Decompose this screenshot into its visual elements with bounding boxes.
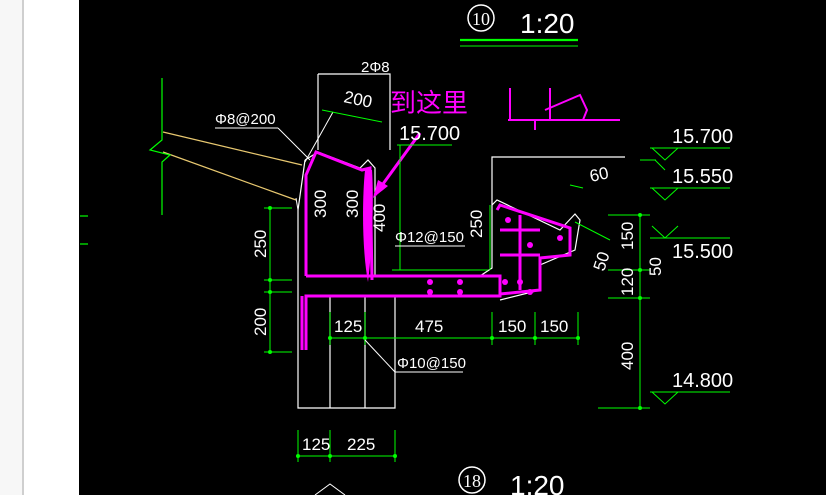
rebar-labels: 2Φ8 Φ8@200 Φ12@150 Φ10@150 xyxy=(215,59,466,372)
dim-120: 120 xyxy=(618,268,637,296)
elevation-15550: 15.550 xyxy=(672,166,733,188)
dim-125-a: 125 xyxy=(334,317,362,336)
annotation-marker: 到这里 xyxy=(363,89,468,282)
dimension-labels: 200 300 300 400 250 250 200 125 475 150 … xyxy=(251,87,665,454)
dim-300-b: 300 xyxy=(343,190,362,218)
detail-number-18: 18 xyxy=(463,471,481,491)
detail-scale-10: 1:20 xyxy=(520,8,575,39)
dimension-ticks xyxy=(268,206,642,458)
dim-60: 60 xyxy=(588,163,610,186)
dim-125-b: 125 xyxy=(302,435,330,454)
dim-50-b: 50 xyxy=(646,257,665,276)
rebar-label-bottom: Φ10@150 xyxy=(397,355,466,372)
detail-bubble-10 xyxy=(467,4,495,32)
left-panel xyxy=(24,0,79,495)
dim-150-vertical: 150 xyxy=(618,222,637,250)
dim-225: 225 xyxy=(347,435,375,454)
elevation-roof-15700: 15.700 xyxy=(399,123,460,145)
annotation-text: 到这里 xyxy=(390,89,468,119)
roof-slab xyxy=(148,78,334,215)
elevation-markers xyxy=(640,147,730,405)
left-margin xyxy=(0,0,22,495)
dim-50-a: 50 xyxy=(590,249,614,273)
drawing-canvas[interactable]: 10 1:20 xyxy=(79,0,826,495)
edge-ticks xyxy=(80,215,88,245)
dim-200-left: 200 xyxy=(251,308,270,336)
detail-title-18: 18 1:20 xyxy=(314,466,565,495)
elevation-15500: 15.500 xyxy=(672,241,733,263)
detail-title-10: 10 1:20 xyxy=(460,4,578,47)
detail-scale-18: 1:20 xyxy=(510,470,565,495)
dim-250-left: 250 xyxy=(251,230,270,258)
dimension-lines xyxy=(264,109,650,462)
elevation-14800: 14.800 xyxy=(672,370,733,392)
dim-150-a: 150 xyxy=(498,317,526,336)
elevation-15700: 15.700 xyxy=(672,126,733,148)
dim-475: 475 xyxy=(415,317,443,336)
detail-number-10: 10 xyxy=(472,9,490,29)
rebar-leaders xyxy=(215,127,465,373)
break-line xyxy=(148,78,172,215)
dim-250-right: 250 xyxy=(467,210,486,238)
left-divider xyxy=(22,0,24,495)
elevation-labels: 15.700 15.550 15.500 14.800 15.700 xyxy=(399,123,733,392)
cad-drawing: 10 1:20 xyxy=(80,4,733,495)
dim-150-b: 150 xyxy=(540,317,568,336)
rebar-label-roof: Φ8@200 xyxy=(215,111,276,128)
upper-section-sketch xyxy=(508,88,620,130)
rebar-label-slab: Φ12@150 xyxy=(395,229,464,246)
dim-300-a: 300 xyxy=(311,190,330,218)
rebar-dots xyxy=(427,217,563,295)
dim-400: 400 xyxy=(370,204,389,232)
detail-bubble-18 xyxy=(458,466,486,494)
dim-200-top: 200 xyxy=(342,87,374,111)
rebar-label-top: 2Φ8 xyxy=(361,59,390,76)
dim-400-vertical: 400 xyxy=(618,342,637,370)
